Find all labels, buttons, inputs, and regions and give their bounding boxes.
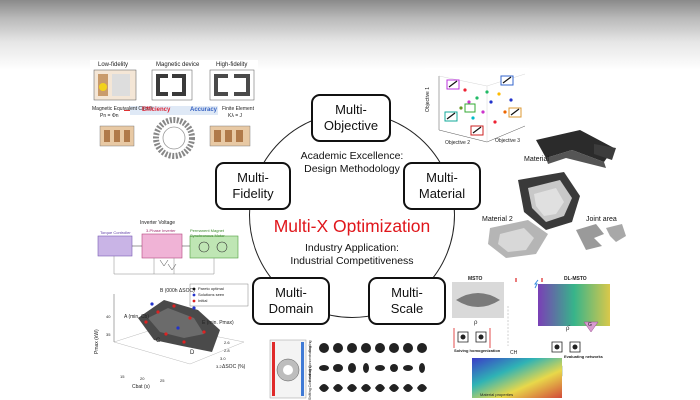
node-multi-fidelity: Multi-Fidelity: [215, 162, 291, 210]
node-domain-line2: Domain: [268, 301, 314, 316]
inverter-label: 3-Phase Inverter: [146, 228, 176, 233]
academic-text: Academic Excellence: Design Methodology: [282, 150, 422, 176]
scale-drawings: [452, 278, 610, 398]
objective-axis-2: Objective 2: [445, 140, 471, 146]
joint-area-label: Joint area: [586, 216, 617, 223]
node-multi-objective: Multi-Objective: [311, 94, 391, 142]
material-2-label: Material 2: [482, 216, 513, 223]
industry-line-1: Industry Application:: [305, 242, 399, 254]
high-fidelity-label: High-fidelity: [216, 62, 248, 68]
center-title: Multi-X Optimization: [273, 216, 431, 236]
objective-3d-scatter: [438, 73, 526, 143]
fe-label: Finite Element: [222, 106, 254, 112]
torque-controller-label: Torque Controller: [100, 230, 131, 235]
efficiency-label: Efficiency: [142, 107, 171, 113]
rho-label: ρ: [474, 320, 478, 326]
node-domain-line1: Multi-: [275, 285, 307, 300]
rho-bar-label: ρ̄: [566, 326, 570, 332]
legend-pareto: Pareto optimal: [198, 286, 224, 291]
g-label: G: [588, 322, 592, 328]
tick-c-2: 25: [160, 378, 165, 383]
dlmsto-label: DL-MSTO: [564, 276, 587, 282]
mec-equation: Pn = Φn: [100, 113, 119, 119]
material-properties-label: Material properties: [480, 392, 514, 397]
node-objective-line2: Objective: [323, 118, 379, 133]
point-d-label: D: [190, 350, 195, 356]
node-fidelity-line1: Multi-: [237, 170, 269, 185]
solving-label: Solving homogenization: [454, 348, 501, 353]
microstructure-drawings: [269, 339, 427, 399]
fe-equation: Kλ = J: [228, 113, 243, 119]
tick-soc-0: 2.6: [224, 340, 230, 345]
objective-points: [459, 88, 513, 124]
tick-c-0: 15: [120, 374, 125, 379]
node-fidelity-line2: Fidelity: [232, 186, 274, 201]
domain-figure: Inverter Voltage Torque Controller 3-Pha…: [94, 214, 252, 398]
tick-soc-2: 3.0: [220, 356, 226, 361]
microstructure-figure: Scaling Rotating Concentrating Shifting …: [268, 336, 448, 400]
tick-c-1: 20: [140, 376, 145, 381]
point-e-label: E (min. Pmax): [202, 320, 234, 326]
industry-text: Industry Application: Industrial Competi…: [276, 242, 428, 268]
inverter-voltage-label: Inverter Voltage: [140, 220, 176, 226]
pareto-points: [144, 302, 206, 344]
evaluating-label: Evaluating networks: [564, 354, 603, 359]
point-a-label: A (min. Cb): [124, 314, 150, 320]
material-renderings: [488, 130, 626, 258]
axis-soc-label: ΔSOC (%): [222, 364, 246, 370]
objective-thumbnails: [444, 75, 522, 136]
node-multi-material: Multi-Material: [403, 162, 481, 210]
objective-axis-3: Objective 3: [495, 138, 521, 144]
unit-cell-row-2: [319, 363, 425, 373]
row-shifting-label: Shifting Concentrating: [308, 365, 312, 400]
objective-figure: Objective 1 Objective 2 Objective 3: [425, 68, 529, 148]
unit-cell-row-3: [319, 384, 427, 392]
domain-drawings: [97, 233, 249, 365]
tick-soc-3: 3.2: [216, 364, 222, 369]
magnetic-device-label: Magnetic device: [156, 62, 200, 68]
material-figure: Material Material 2 Joint area: [476, 118, 656, 268]
academic-line-1: Academic Excellence:: [300, 150, 404, 162]
legend-initial: Initial: [198, 298, 208, 303]
fidelity-drawings: [93, 69, 255, 159]
scale-figure: MSTO DL-MSTO ρ ρ̄ G Solving homogenizati…: [452, 276, 616, 400]
low-fidelity-label: Low-fidelity: [98, 62, 129, 68]
node-material-line1: Multi-: [426, 170, 458, 185]
legend-solution: Solutions seen: [198, 292, 225, 297]
node-multi-domain: Multi-Domain: [252, 277, 330, 325]
ch-label: CH: [510, 350, 518, 356]
fidelity-figure: Low-fidelity Magnetic device High-fideli…: [90, 60, 258, 160]
accuracy-label: Accuracy: [190, 107, 218, 113]
node-scale-line2: Scale: [390, 301, 424, 316]
axis-cbat-label: Cbat (s): [132, 384, 150, 390]
tick-p-1: 40: [106, 314, 111, 319]
point-b-label: B (000h ΔSOC): [160, 288, 195, 294]
tick-soc-1: 2.8: [224, 348, 230, 353]
msto-label: MSTO: [468, 276, 483, 282]
node-multi-scale: Multi-Scale: [368, 277, 446, 325]
academic-line-2: Design Methodology: [304, 163, 400, 175]
pmsm-label: Permanent Magnet Synchronous Motor: [190, 228, 225, 238]
node-objective-line1: Multi-: [335, 102, 367, 117]
tick-p-0: 35: [106, 332, 111, 337]
unit-cell-row-1: [319, 343, 427, 353]
node-scale-line1: Multi-: [391, 285, 423, 300]
node-material-line2: Material: [418, 186, 466, 201]
point-c-label: C: [156, 338, 161, 344]
axis-pmax-label: Pmax (kW): [94, 329, 100, 354]
objective-axis-1: Objective 1: [425, 86, 431, 112]
industry-line-2: Industrial Competitiveness: [290, 255, 414, 267]
mec-label: Magnetic Equivalent Circuit: [92, 106, 153, 112]
material-label: Material: [524, 156, 549, 163]
